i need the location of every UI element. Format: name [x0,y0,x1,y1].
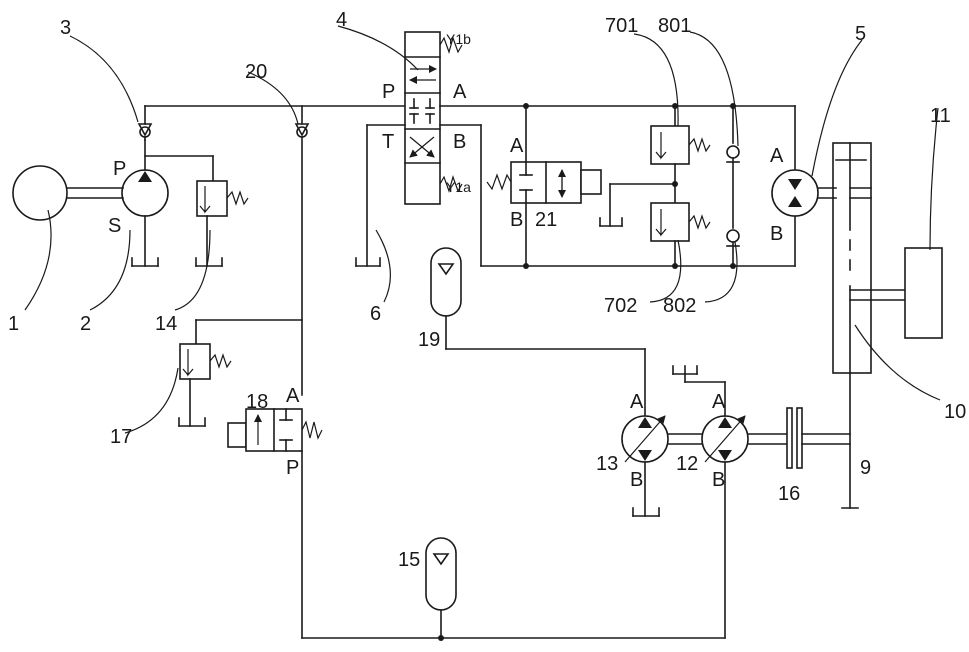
label-12: 14 [155,313,177,335]
solenoid-valve-21: A B [487,103,601,269]
clutch-17 [748,408,850,468]
shaft-9 [842,373,858,508]
main-pump: P S [108,140,168,266]
directional-valve-4: Y1b Y1a P A T B [382,31,471,204]
valve18-port-a: A [286,385,300,407]
valve4-port-b: B [453,131,466,153]
label-1: 1 [8,313,19,335]
pm13-port-a: A [712,391,726,413]
hydraulic-motor-5: A B [770,145,836,245]
b-line [440,125,795,266]
pm14-port-b: B [630,469,643,491]
motor5-port-b: B [770,223,783,245]
main-pressure-line [145,106,405,124]
pump2-port-s: S [108,215,121,237]
label-701: 701 [605,15,638,37]
label-4: 4 [336,9,347,31]
pm13-port-b: B [712,469,725,491]
a-line [440,106,795,170]
valve4-port-p: P [382,81,395,103]
label-801: 801 [658,15,691,37]
label-15: 17 [110,426,132,448]
label-17: 16 [778,483,800,505]
label-10: 10 [944,401,966,423]
pump2-port-p: P [113,158,126,180]
label-6: 6 [370,303,381,325]
accumulator-16 [302,538,725,641]
accumulator-19 [431,248,645,416]
label-9: 9 [860,457,871,479]
label-3: 3 [60,17,71,39]
tank-6 [356,125,405,266]
label-802: 802 [663,295,696,317]
pm14-port-a: A [630,391,644,413]
check-valve-20 [296,124,308,395]
valve4-solenoid-y1a: Y1a [446,179,471,195]
pump-motor-13: A B [668,366,748,638]
solenoid-valve-18: A P [228,385,322,638]
valve18-port-p: P [286,457,299,479]
label-13: 12 [676,453,698,475]
label-11: 11 [930,105,951,127]
motor5-port-a: A [770,145,784,167]
label-16: 15 [398,549,420,571]
relief-valve-701 [651,103,710,203]
valve21-port-a: A [510,135,524,157]
label-18: 18 [246,391,268,413]
valve4-solenoid-y1b: Y1b [446,31,471,47]
leader-lines [25,26,940,433]
engine [13,166,123,220]
label-2: 2 [80,313,91,335]
check-valve-3 [139,124,151,140]
label-14: 13 [596,453,618,475]
label-5: 5 [855,23,866,45]
valve4-port-t: T [382,131,394,153]
valve4-port-a: A [453,81,467,103]
label-19: 19 [418,329,440,351]
label-20: 20 [245,61,267,83]
label-702: 702 [604,295,637,317]
valve21-port-b: B [510,209,523,231]
gearbox-10 [833,143,871,373]
load-11 [850,248,942,338]
label-21: 21 [535,209,557,231]
